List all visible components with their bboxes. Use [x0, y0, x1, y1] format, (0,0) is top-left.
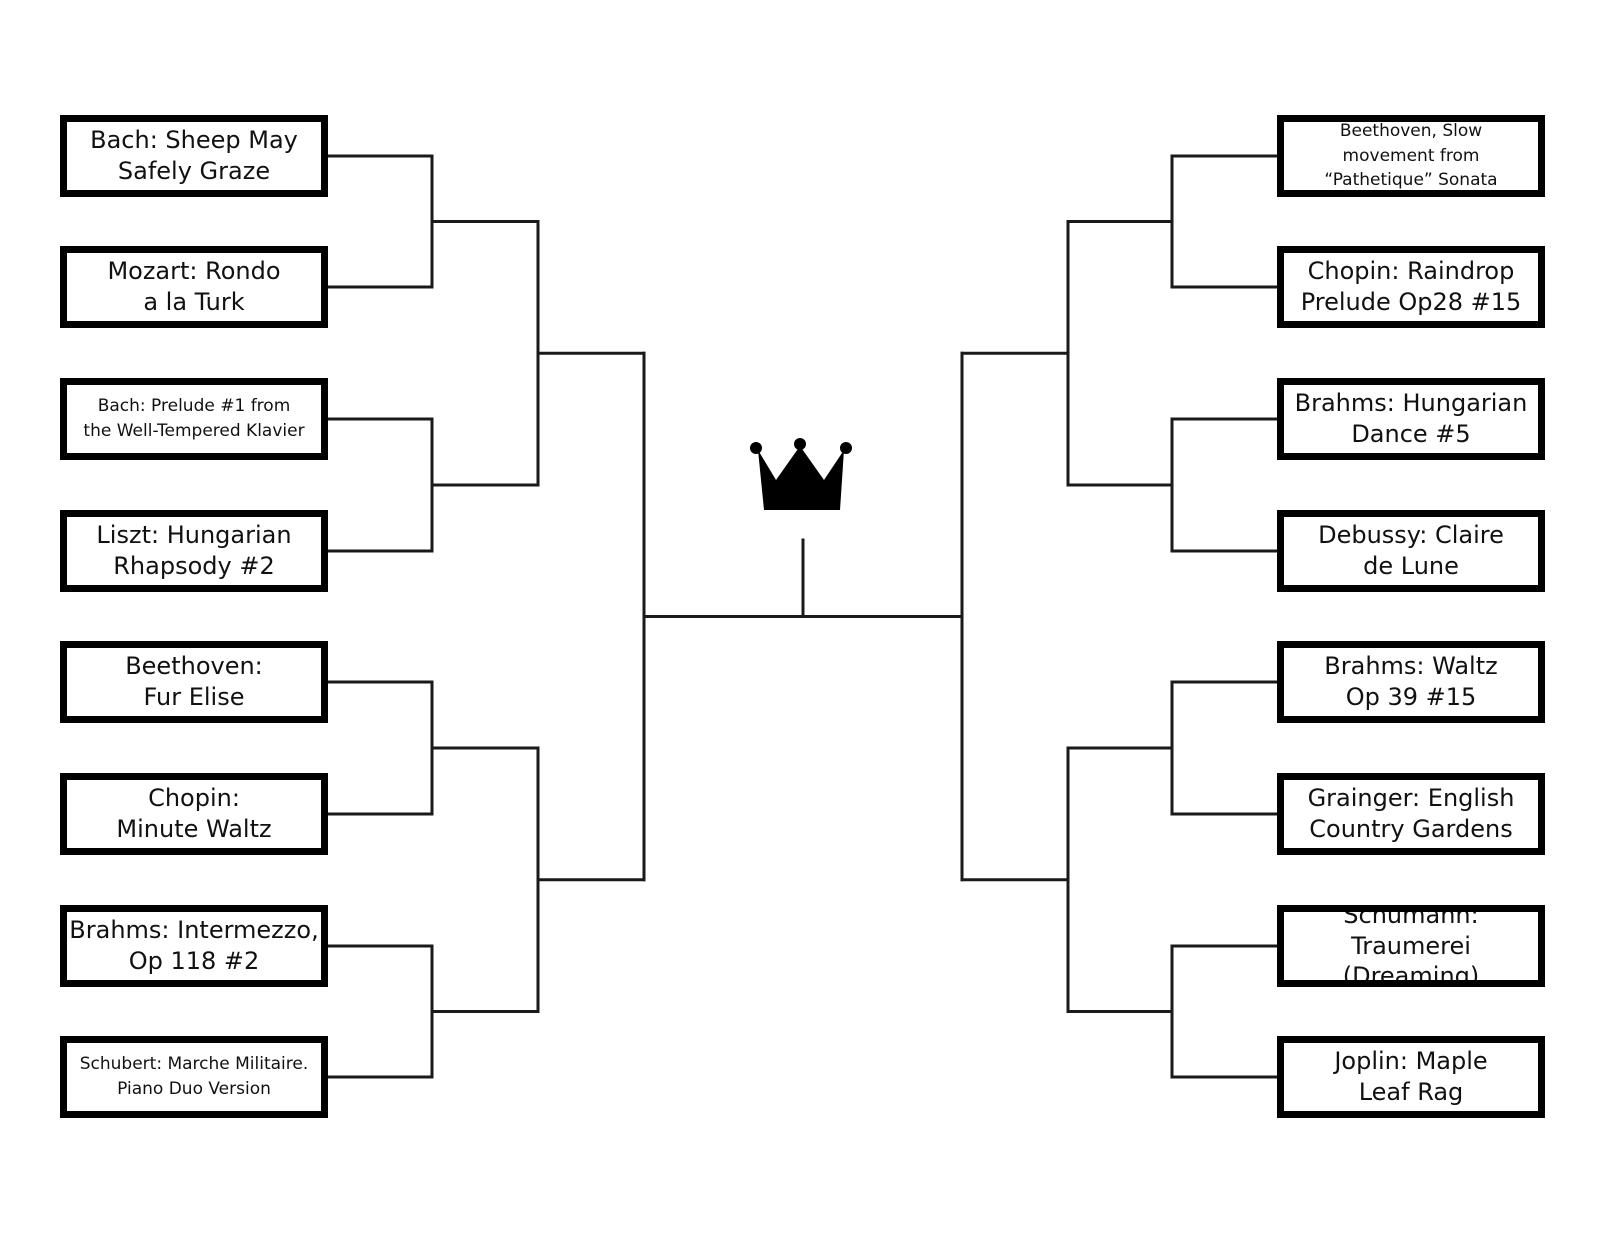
bracket-entry-left-7[interactable]: Brahms: Intermezzo, Op 118 #2	[60, 905, 328, 987]
entry-label: Liszt: Hungarian Rhapsody #2	[96, 521, 292, 580]
entry-label: Schubert: Marche Militaire. Piano Duo Ve…	[79, 1054, 309, 1099]
bracket-entry-right-7[interactable]: Schumann: Traumerei (Dreaming)	[1277, 905, 1545, 987]
entry-label: Bach: Sheep May Safely Graze	[90, 126, 298, 185]
entry-label: Chopin: Minute Waltz	[116, 784, 272, 843]
bracket-entry-right-4[interactable]: Debussy: Claire de Lune	[1277, 510, 1545, 592]
entry-label: Brahms: Waltz Op 39 #15	[1324, 652, 1498, 711]
entry-label: Beethoven: Fur Elise	[125, 652, 263, 711]
entry-label: Debussy: Claire de Lune	[1318, 521, 1504, 580]
bracket-entry-left-8[interactable]: Schubert: Marche Militaire. Piano Duo Ve…	[60, 1036, 328, 1118]
entry-label: Joplin: Maple Leaf Rag	[1334, 1047, 1488, 1106]
entry-label: Brahms: Intermezzo, Op 118 #2	[69, 916, 319, 975]
entry-label: Chopin: Raindrop Prelude Op28 #15	[1300, 257, 1522, 316]
entry-label: Bach: Prelude #1 from the Well-Tempered …	[83, 396, 305, 441]
bracket-entry-left-6[interactable]: Chopin: Minute Waltz	[60, 773, 328, 855]
entry-label: Schumann: Traumerei (Dreaming)	[1342, 905, 1480, 987]
entry-label: Mozart: Rondo a la Turk	[107, 257, 281, 316]
entry-label: Beethoven, Slow movement from “Pathetiqu…	[1324, 121, 1498, 191]
entry-label: Brahms: Hungarian Dance #5	[1294, 389, 1528, 448]
entry-label: Grainger: English Country Gardens	[1307, 784, 1515, 843]
bracket-entry-right-3[interactable]: Brahms: Hungarian Dance #5	[1277, 378, 1545, 460]
bracket-entry-left-2[interactable]: Mozart: Rondo a la Turk	[60, 246, 328, 328]
bracket-entry-left-1[interactable]: Bach: Sheep May Safely Graze	[60, 115, 328, 197]
bracket-entry-right-6[interactable]: Grainger: English Country Gardens	[1277, 773, 1545, 855]
bracket-entry-left-5[interactable]: Beethoven: Fur Elise	[60, 641, 328, 723]
crown-icon	[750, 438, 852, 510]
bracket-entry-left-4[interactable]: Liszt: Hungarian Rhapsody #2	[60, 510, 328, 592]
bracket-entry-right-1[interactable]: Beethoven, Slow movement from “Pathetiqu…	[1277, 115, 1545, 197]
bracket-entry-left-3[interactable]: Bach: Prelude #1 from the Well-Tempered …	[60, 378, 328, 460]
bracket-entry-right-5[interactable]: Brahms: Waltz Op 39 #15	[1277, 641, 1545, 723]
bracket-entry-right-2[interactable]: Chopin: Raindrop Prelude Op28 #15	[1277, 246, 1545, 328]
bracket-entry-right-8[interactable]: Joplin: Maple Leaf Rag	[1277, 1036, 1545, 1118]
